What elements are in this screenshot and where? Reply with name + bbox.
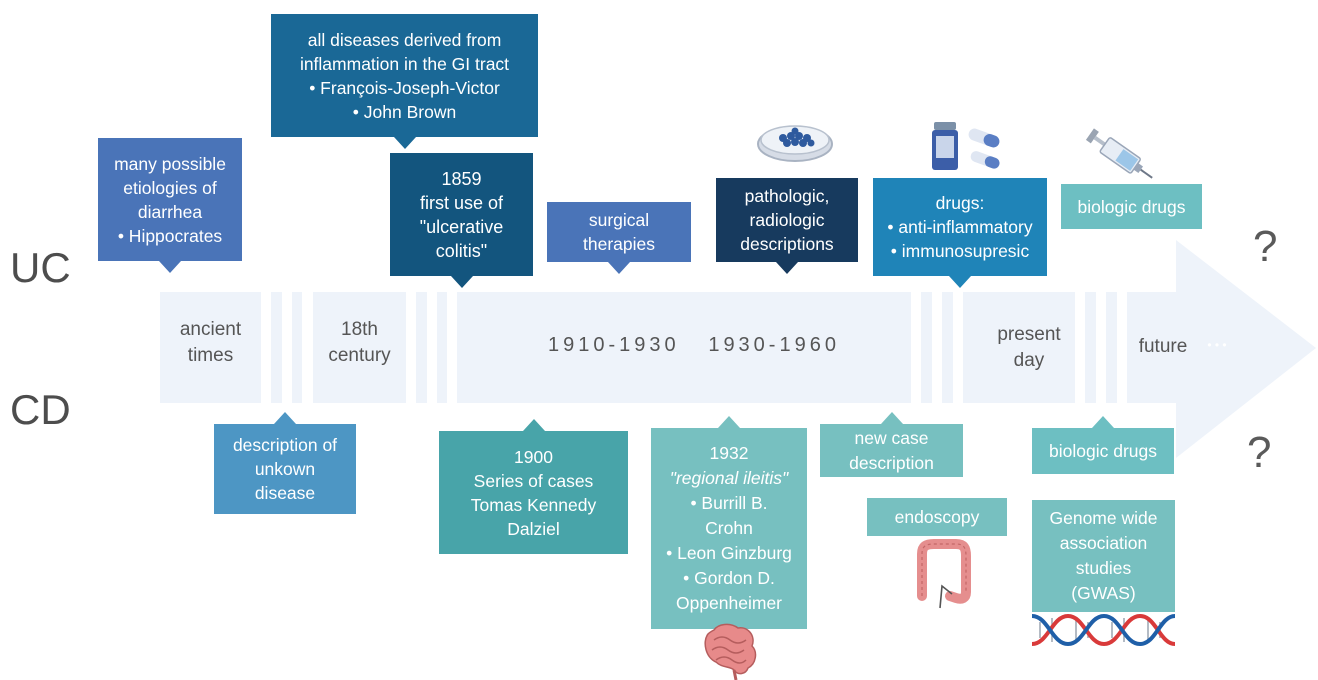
label-years-range: 1910-1930 1930-1960 bbox=[548, 334, 840, 356]
colon-endoscope-icon bbox=[917, 539, 971, 609]
segment-present-day bbox=[963, 292, 1075, 403]
segment-divider bbox=[921, 292, 932, 403]
timeline-arrow-head bbox=[1176, 240, 1316, 458]
uc-future-question-mark: ? bbox=[1253, 222, 1278, 271]
segment-divider bbox=[437, 292, 447, 403]
label-future: future bbox=[1138, 336, 1188, 357]
dna-helix-icon bbox=[1032, 613, 1175, 647]
cd-future-question-mark: ? bbox=[1247, 428, 1272, 477]
uc-box-hippocrates: many possible etiologies of diarrhea • H… bbox=[98, 138, 242, 261]
segment-divider bbox=[416, 292, 427, 403]
cd-box-dalziel: 1900 Series of cases Tomas Kennedy Dalzi… bbox=[439, 431, 628, 554]
uc-box-inflammation: all diseases derived from inflammation i… bbox=[271, 14, 538, 137]
segment-20th-century bbox=[457, 292, 911, 403]
segment-divider bbox=[942, 292, 953, 403]
uc-box-pathologic: pathologic, radiologic descriptions bbox=[716, 178, 858, 262]
cd-box-crohn: 1932 "regional ileitis" • Burrill B. Cro… bbox=[651, 428, 807, 629]
cd-box-unknown-disease: description of unkown disease bbox=[214, 424, 356, 514]
uc-row-label: UC bbox=[10, 244, 71, 291]
cd-box-new-case: new case description bbox=[820, 424, 963, 477]
cd-row-label: CD bbox=[10, 386, 71, 433]
uc-box-surgical-therapies: surgical therapies bbox=[547, 202, 691, 262]
pill-bottle-icon bbox=[932, 122, 1000, 170]
segment-divider bbox=[1106, 292, 1117, 403]
segment-ancient bbox=[160, 292, 261, 403]
uc-box-drugs: drugs: • anti-inflammatory • immunosupre… bbox=[873, 178, 1047, 276]
petri-dish-icon bbox=[757, 125, 833, 162]
label-future-dots: • • • bbox=[1207, 338, 1227, 352]
uc-box-biologic-drugs: biologic drugs bbox=[1061, 184, 1202, 229]
segment-divider bbox=[292, 292, 302, 403]
cd-box-biologic-drugs: biologic drugs bbox=[1032, 428, 1174, 474]
cd-box-endoscopy: endoscopy bbox=[867, 498, 1007, 536]
small-intestine-icon bbox=[704, 623, 757, 680]
cd-box-gwas: Genome wide association studies (GWAS) bbox=[1032, 500, 1175, 612]
segment-divider bbox=[1085, 292, 1096, 403]
segment-divider bbox=[271, 292, 282, 403]
syringe-icon bbox=[1085, 128, 1153, 179]
segment-18th-century bbox=[313, 292, 406, 403]
segment-future bbox=[1127, 292, 1187, 403]
uc-box-1859: 1859 first use of "ulcerative colitis" bbox=[390, 153, 533, 276]
